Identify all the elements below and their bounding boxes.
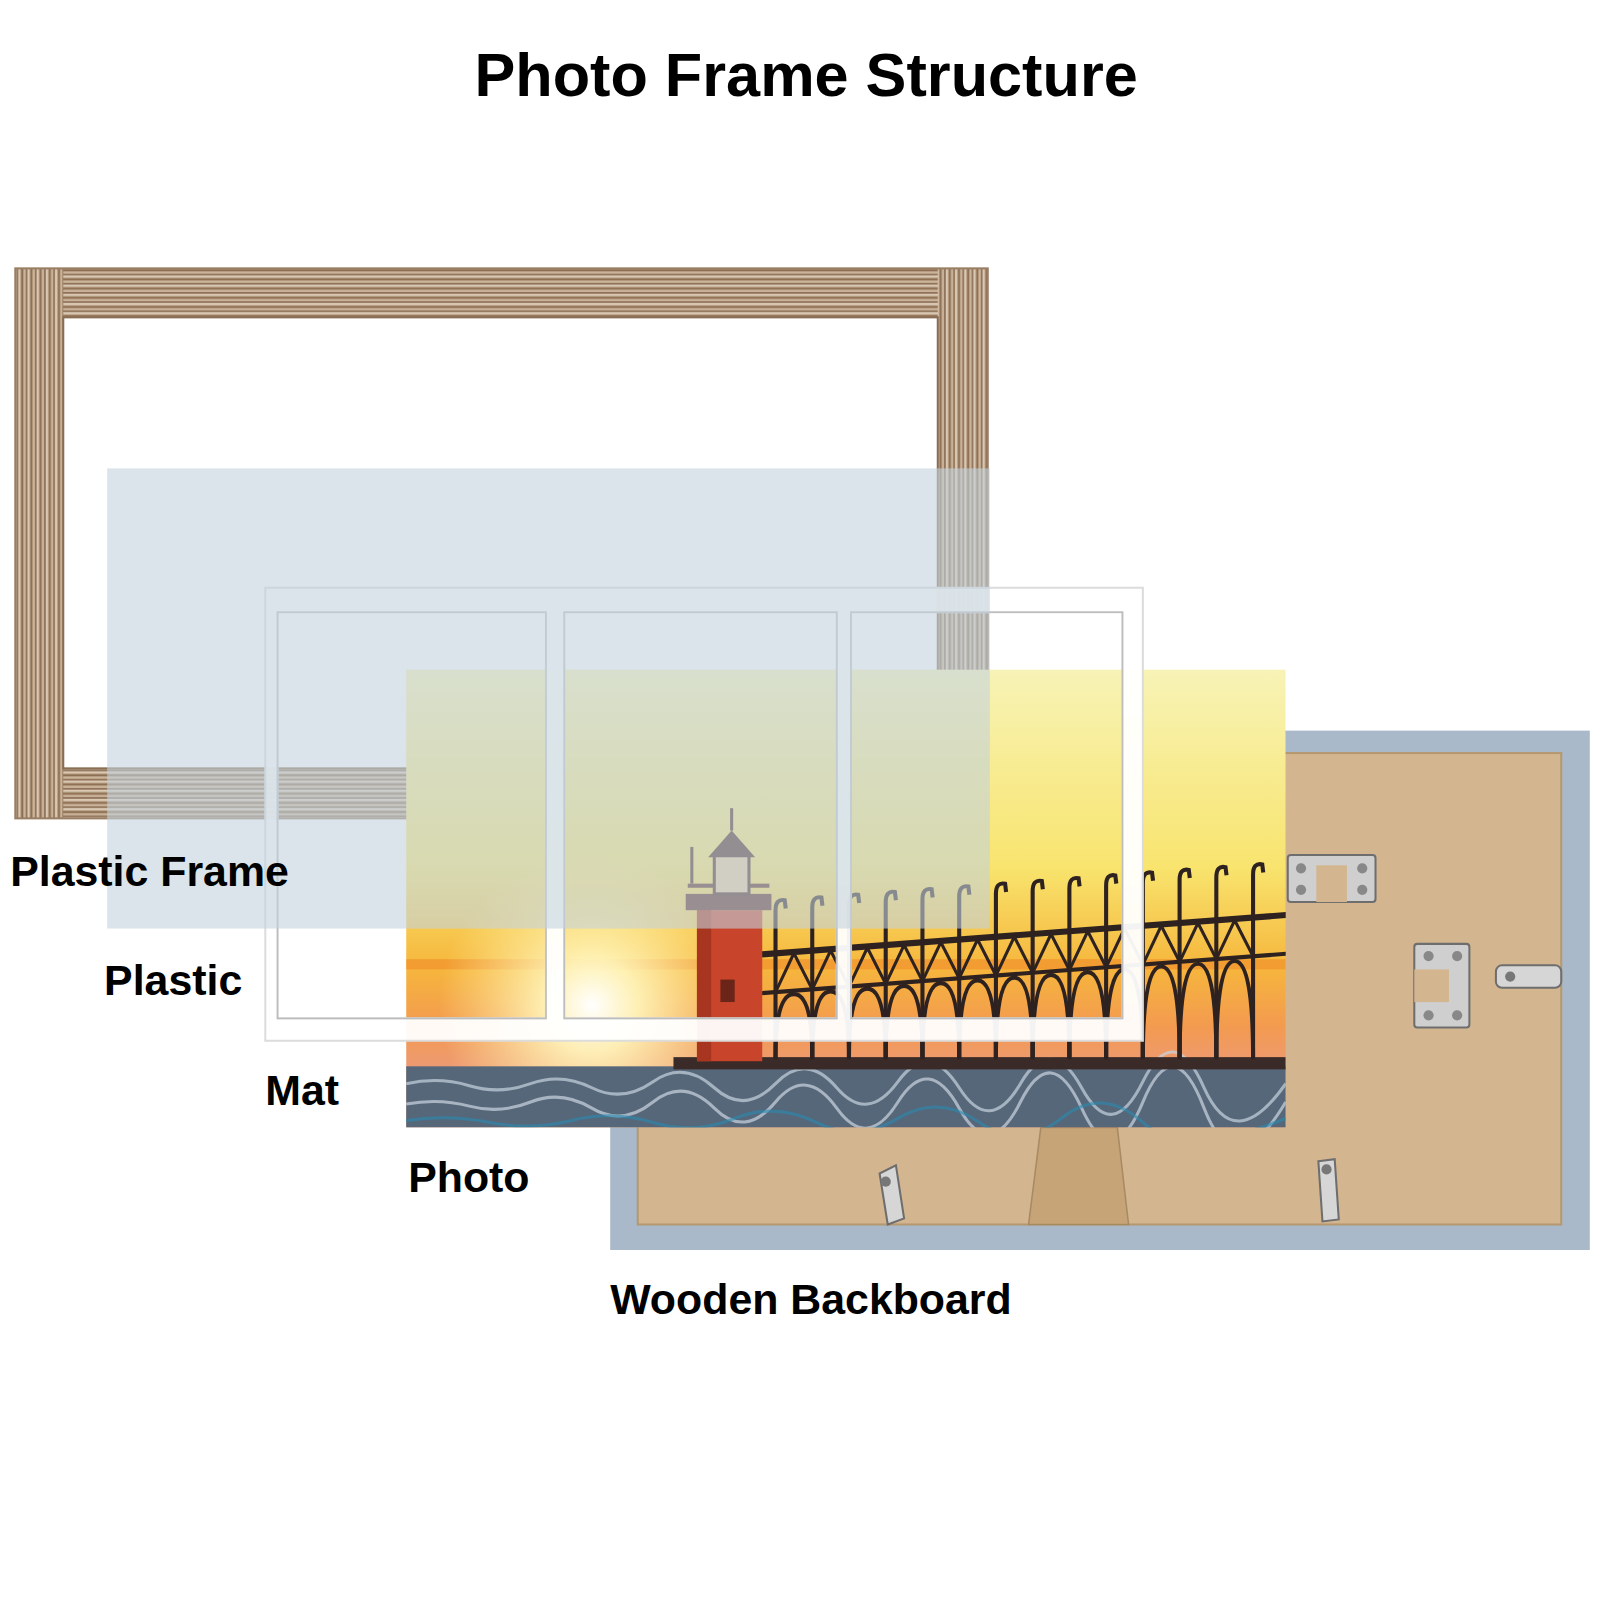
pier-truss	[1033, 934, 1070, 973]
pier-truss	[886, 945, 923, 984]
part-label: Mat	[265, 1066, 339, 1115]
diagram-title: Photo Frame Structure	[474, 40, 1137, 110]
frame-top	[15, 268, 987, 317]
pier-arch	[1069, 972, 1106, 1057]
pier-arch	[1180, 964, 1217, 1057]
part-label: Plastic Frame	[10, 847, 289, 896]
easel-stand	[1029, 1128, 1129, 1225]
pier-truss	[959, 940, 996, 979]
pier-truss	[996, 937, 1033, 976]
pier-arch	[1143, 967, 1180, 1058]
sawtooth-hanger	[1288, 855, 1376, 902]
part-label: Wooden Backboard	[610, 1275, 1012, 1324]
part-label: Photo	[408, 1153, 529, 1202]
pier-deck	[673, 1057, 1285, 1069]
pier-truss	[776, 953, 813, 992]
pier-arch	[1216, 961, 1253, 1057]
pier-truss	[922, 942, 959, 981]
turn-clip	[1318, 1159, 1338, 1221]
part-label: Plastic	[104, 956, 242, 1005]
turn-clip	[880, 1165, 904, 1224]
pier-truss	[1180, 923, 1217, 962]
pier-truss	[1143, 926, 1180, 965]
sawtooth-hanger	[1414, 944, 1469, 1028]
turn-clip	[1496, 965, 1561, 987]
pier-truss	[1069, 931, 1106, 970]
pier-truss	[849, 948, 886, 987]
frame-left	[15, 268, 63, 818]
pier-arch	[1033, 975, 1070, 1057]
pier-truss	[1216, 920, 1253, 959]
